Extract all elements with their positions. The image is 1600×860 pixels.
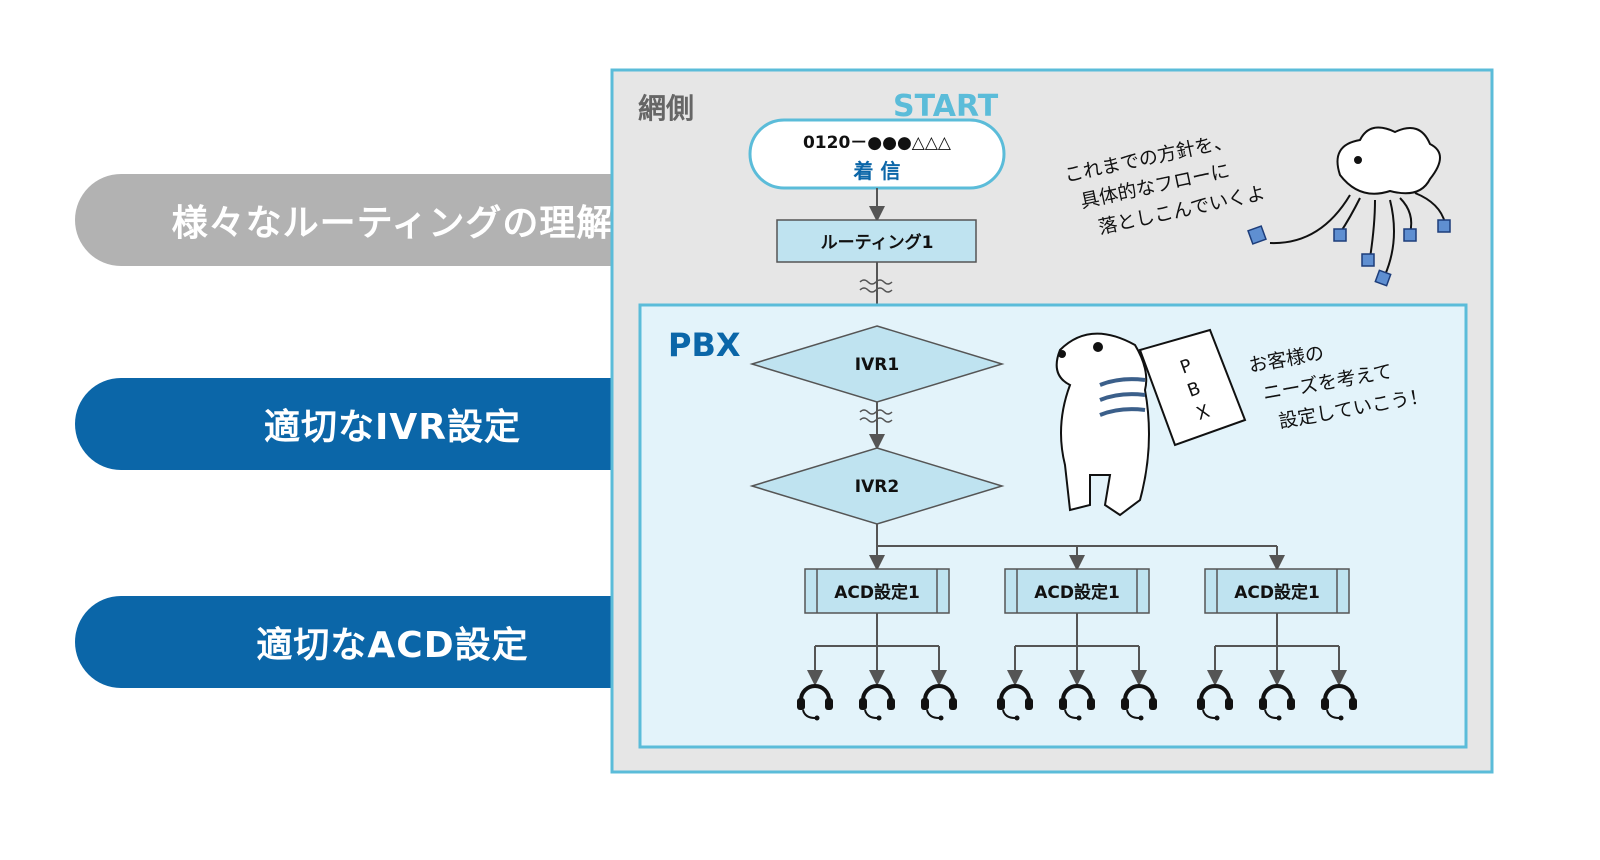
start-label: START (893, 89, 999, 124)
ivr1-label: IVR1 (855, 355, 899, 375)
svg-text:ACD設定1: ACD設定1 (1234, 582, 1320, 603)
pbx-frame (638, 303, 1468, 749)
acd-box-1: ACD設定1 (804, 568, 950, 614)
routing-label: ルーティング1 (821, 232, 934, 253)
ivr2-label: IVR2 (855, 477, 899, 497)
acd-box-3: ACD設定1 (1204, 568, 1350, 614)
pill-ivr-setting: 適切なIVR設定 (75, 378, 710, 470)
acd-box-2: ACD設定1 (1004, 568, 1150, 614)
svg-text:ACD設定1: ACD設定1 (834, 582, 920, 603)
network-label: 網側 (638, 92, 694, 125)
cloud-character (1247, 126, 1451, 287)
phone-number: 0120－●●●△△△ (803, 133, 952, 153)
svg-text:ACD設定1: ACD設定1 (1034, 582, 1120, 603)
bear-character: P B X (1055, 328, 1247, 517)
pill-routing-understanding: 様々なルーティングの理解 (75, 174, 710, 266)
pbx-label: PBX (668, 326, 741, 364)
pill-acd-setting: 適切なACD設定 (75, 596, 710, 688)
incoming-label: 着 信 (853, 159, 901, 183)
